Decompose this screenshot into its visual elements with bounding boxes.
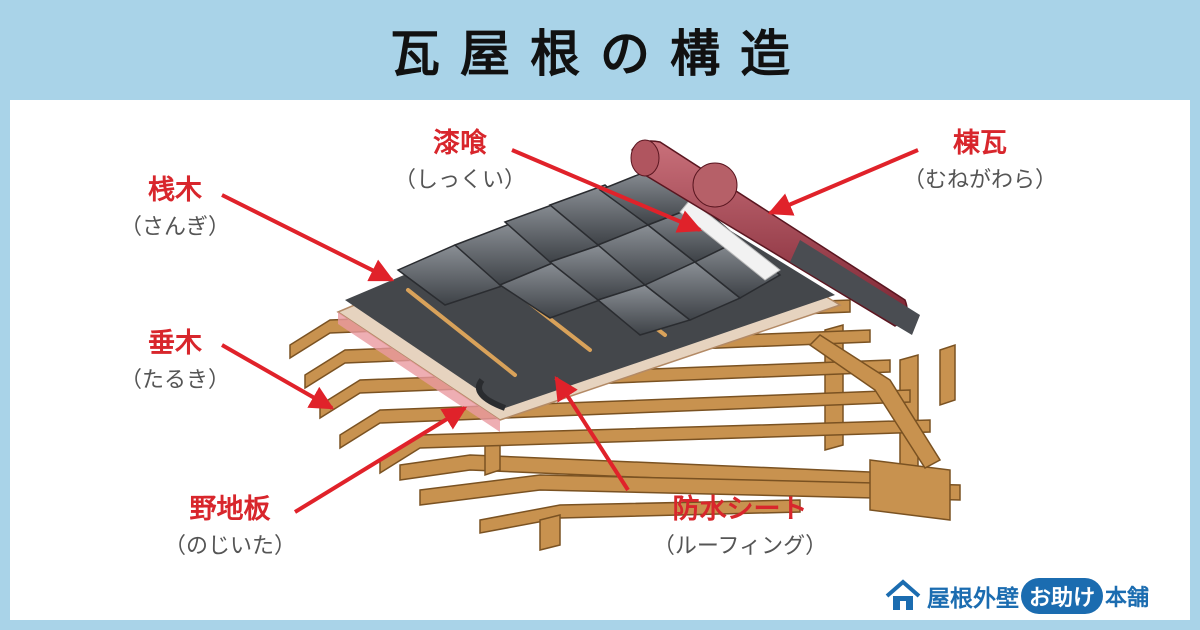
ridge-tile: [630, 139, 920, 335]
logo-pill: お助け: [1021, 578, 1104, 614]
label-sheet: 防水シート （ルーフィング）: [652, 494, 828, 559]
label-shikkui: 漆喰 （しっくい）: [393, 128, 526, 193]
label-taruki: 垂木 （たるき）: [119, 328, 230, 393]
house-icon: [885, 579, 921, 610]
label-nojiita: 野地板 （のじいた）: [163, 494, 296, 559]
label-sangi: 桟木 （さんぎ）: [119, 175, 230, 240]
logo-text-2: 本舗: [1105, 586, 1150, 611]
logo-text-1: 屋根外壁: [927, 586, 1019, 612]
wooden-frame: [289, 299, 961, 551]
callout-arrows: [221, 148, 919, 514]
page-title: 瓦屋根の構造: [390, 25, 810, 83]
label-munegawara: 棟瓦 （むねがわら）: [902, 128, 1057, 193]
roof-tiles: [396, 169, 782, 336]
header-bar: 瓦屋根の構造: [0, 0, 1200, 100]
shikkui-plaster: [679, 199, 781, 281]
brand-logo: 屋根外壁 お助け 本舗: [883, 576, 1149, 616]
